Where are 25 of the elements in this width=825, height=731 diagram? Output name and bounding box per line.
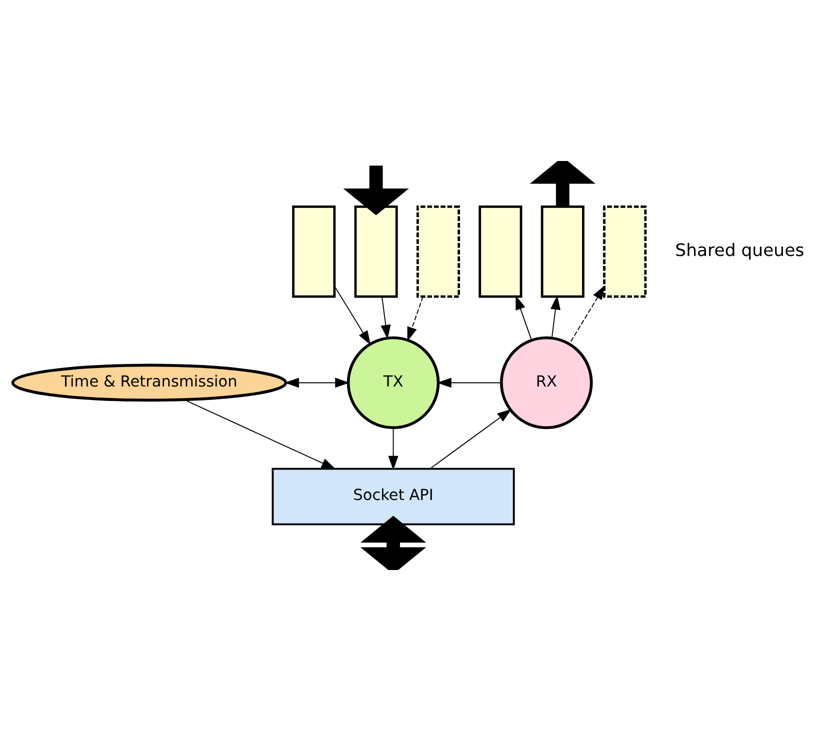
arrow [334,286,371,345]
node-box [540,205,584,298]
node-box [478,205,522,298]
node-ellipse: Time & Retransmission [11,364,288,402]
arrow [284,378,350,388]
node-box [416,205,460,298]
arrow [430,409,512,470]
node-box [603,205,647,298]
arrow [568,285,605,344]
arrow [343,166,409,216]
arrow [360,516,426,570]
arrow [184,399,336,470]
arrow [550,295,560,338]
node-circle: TX [346,336,440,430]
node-box [354,205,398,298]
arrow [380,296,391,340]
node-box [292,205,336,298]
arrow [516,295,532,341]
node-circle: RX [500,336,593,430]
arrow [530,161,596,207]
arrow [388,427,398,470]
label: Shared queues [675,240,804,261]
arrow [407,296,424,342]
arrow [436,378,502,388]
node-box: Socket API [272,468,515,526]
